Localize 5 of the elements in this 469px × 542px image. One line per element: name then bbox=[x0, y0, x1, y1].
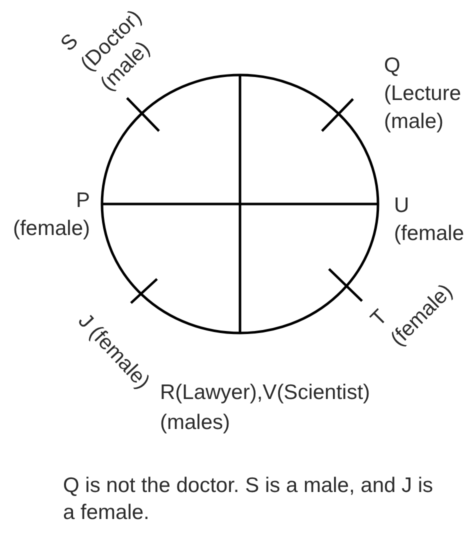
note-text: Q is not the doctor. S is a male, and J is a female. bbox=[63, 473, 434, 526]
person-label: Q (Lecture (male) bbox=[384, 53, 462, 135]
person-label: P (female) bbox=[12, 188, 90, 242]
person-label: U (female bbox=[394, 193, 464, 247]
person-label: R(Lawyer),V(Scientist) (males) bbox=[160, 380, 370, 436]
